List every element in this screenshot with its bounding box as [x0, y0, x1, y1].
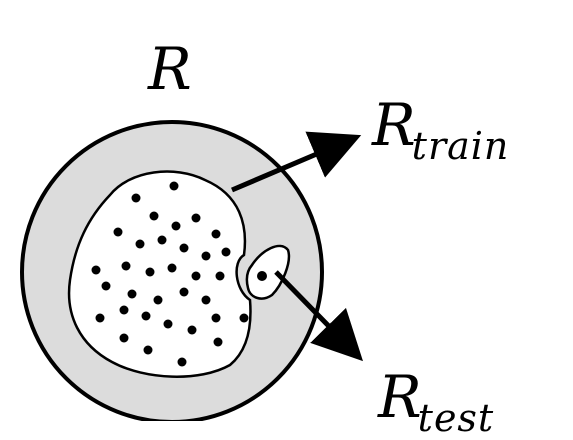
diagram-canvas — [20, 120, 363, 421]
train-label-sub: train — [411, 124, 510, 168]
test-arrow — [274, 270, 363, 362]
train-sample-dot — [191, 213, 201, 223]
train-sample-dot — [171, 221, 181, 231]
train-sample-dot — [143, 345, 153, 355]
train-sample-dot — [121, 261, 131, 271]
train-sample-dot — [167, 263, 177, 273]
train-sample-dot — [215, 271, 225, 281]
train-sample-dot — [211, 313, 221, 323]
train-sample-dot — [145, 267, 155, 277]
train-sample-dot — [119, 305, 129, 315]
train-sample-dots — [91, 181, 249, 367]
train-arrow — [231, 131, 362, 193]
train-sample-dot — [187, 325, 197, 335]
train-sample-dot — [213, 337, 223, 347]
train-sample-dot — [149, 211, 159, 221]
train-sample-dot — [127, 289, 137, 299]
train-label-main: R — [372, 91, 416, 159]
train-sample-dot — [113, 227, 123, 237]
test-sample-dot — [257, 271, 267, 281]
train-sample-dot — [95, 313, 105, 323]
train-sample-dot — [177, 357, 187, 367]
train-label: Rtrain — [372, 96, 509, 165]
test-label-main: R — [378, 363, 422, 431]
region-label-main: R — [148, 35, 192, 103]
train-sample-dot — [201, 251, 211, 261]
train-sample-dot — [169, 181, 179, 191]
test-label-sub: test — [417, 396, 495, 440]
train-sample-dot — [131, 193, 141, 203]
train-sample-dot — [211, 229, 221, 239]
train-region-blob — [67, 170, 252, 378]
train-sample-dot — [141, 311, 151, 321]
test-region-blob — [245, 244, 291, 300]
train-sample-dot — [191, 271, 201, 281]
train-sample-dot — [101, 281, 111, 291]
train-sample-dot — [119, 333, 129, 343]
train-sample-dot — [239, 313, 249, 323]
train-sample-dot — [221, 247, 231, 257]
train-sample-dot — [163, 319, 173, 329]
test-label: Rtest — [378, 368, 494, 437]
train-sample-dot — [179, 287, 189, 297]
train-sample-dot — [91, 265, 101, 275]
train-sample-dot — [153, 295, 163, 305]
train-sample-dot — [179, 243, 189, 253]
region-label: R — [148, 40, 192, 98]
train-sample-dot — [135, 239, 145, 249]
train-sample-dot — [157, 235, 167, 245]
train-sample-dot — [201, 295, 211, 305]
